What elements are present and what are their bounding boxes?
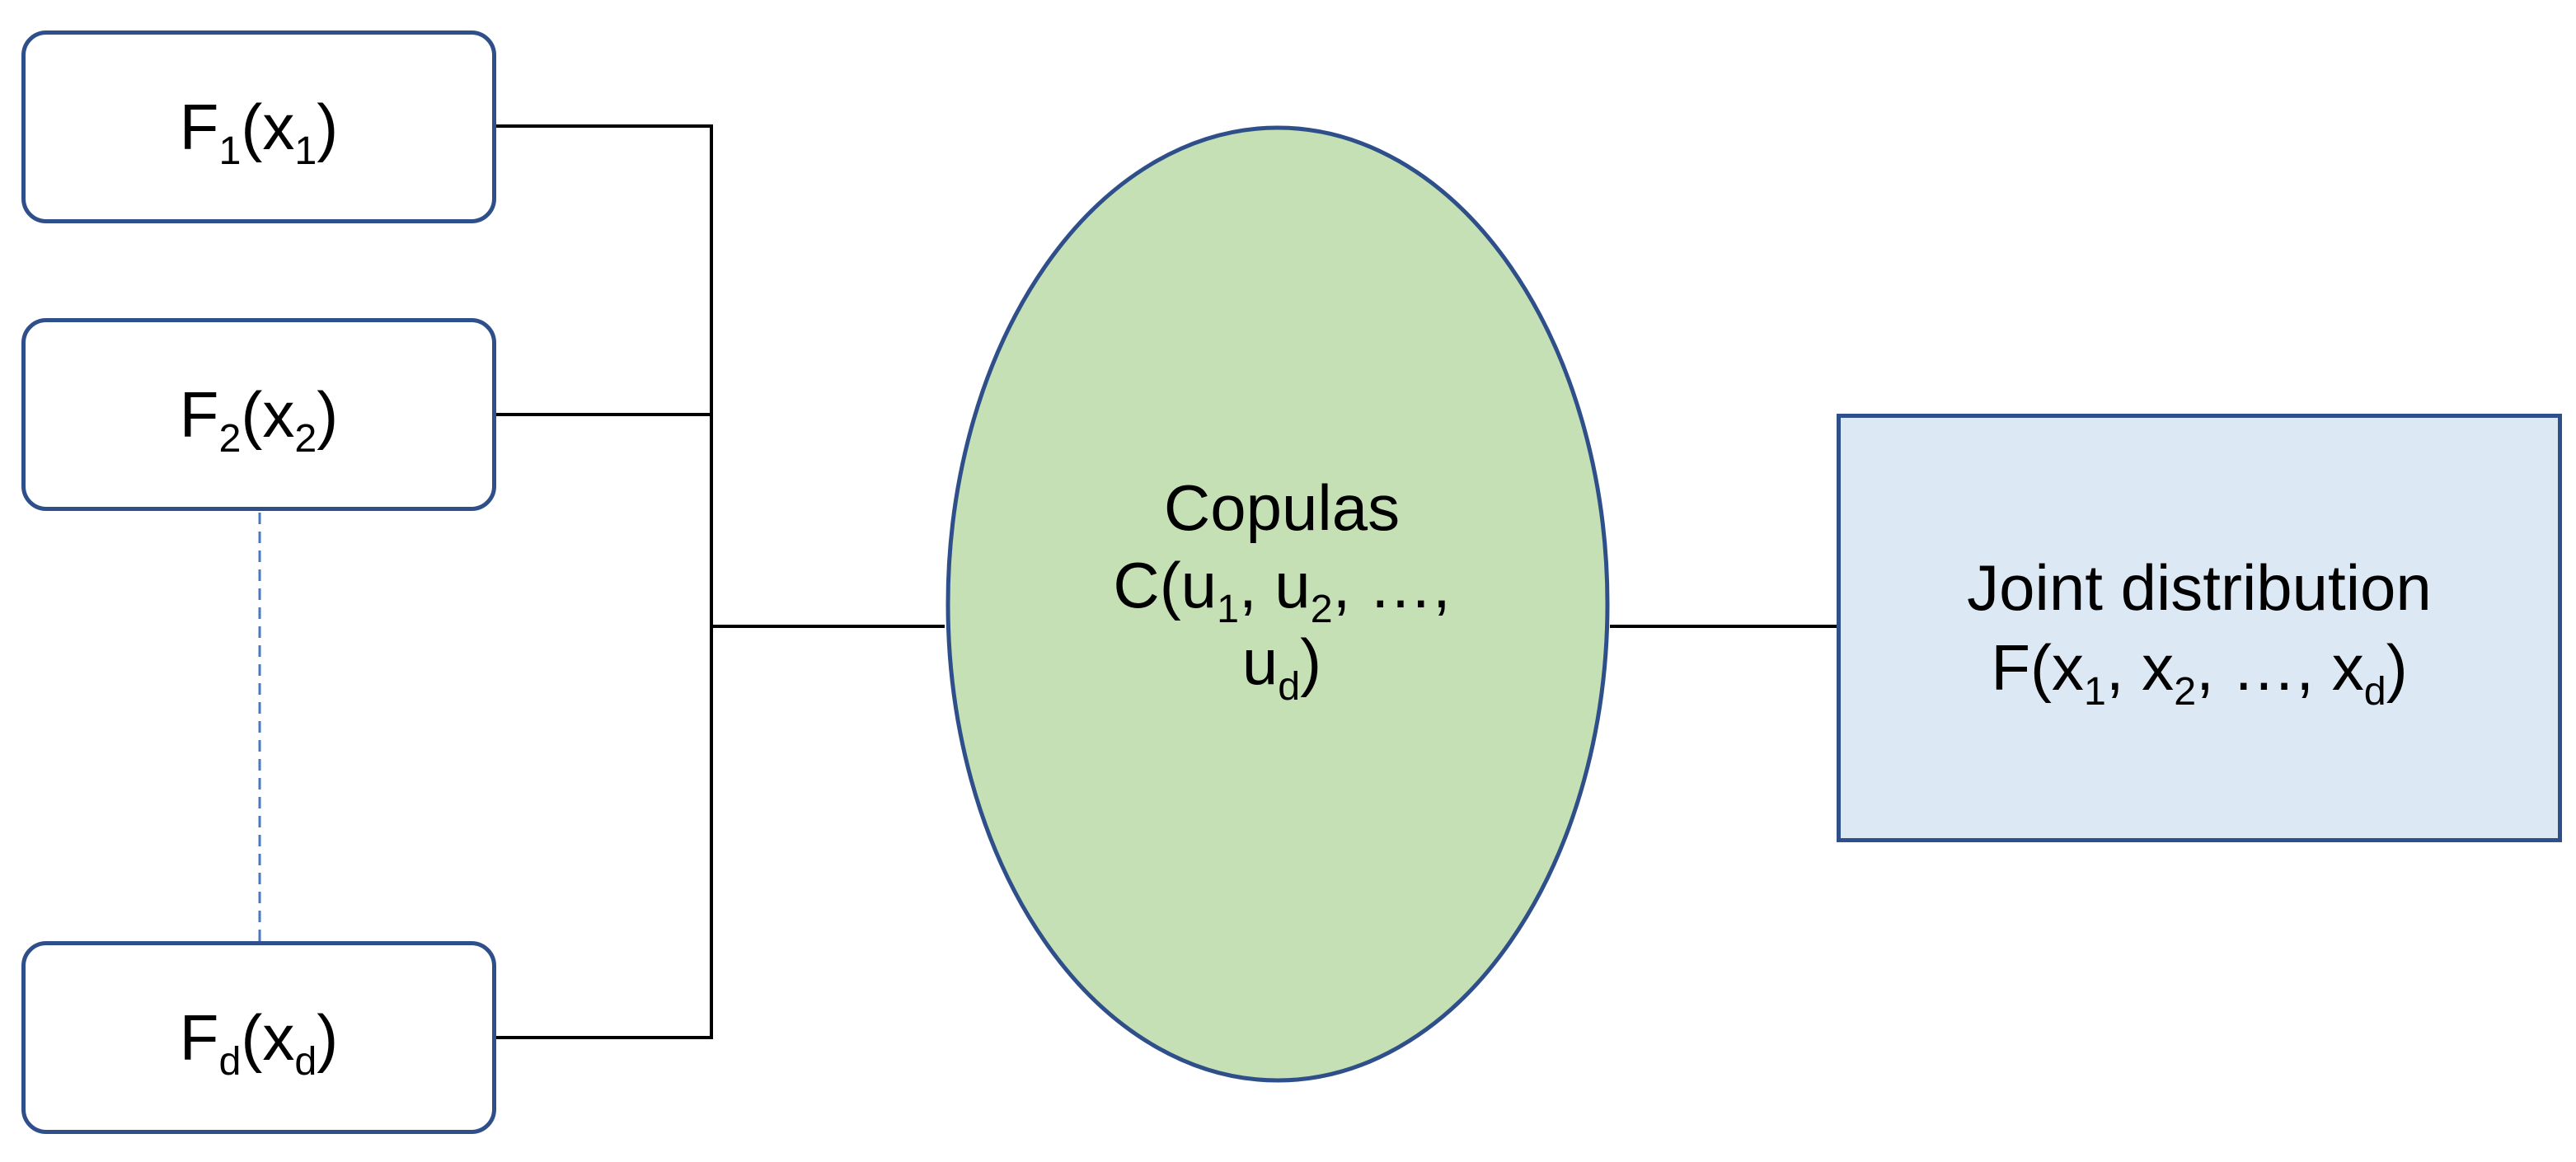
marginal-box-1: F1(x1) xyxy=(21,30,496,223)
joint-title: Joint distribution xyxy=(1967,551,2432,624)
marginal-label-d: Fd(xd) xyxy=(179,1001,339,1085)
marginal-box-2: F2(x2) xyxy=(21,318,496,511)
marginal-label-2: F2(x2) xyxy=(179,378,339,462)
copula-ellipse xyxy=(945,125,1610,1083)
copula-formula-line-2: ud) xyxy=(1241,626,1322,709)
copula-formula-line-1: C(u1, u2, …, xyxy=(1113,548,1451,631)
joint-formula: F(x1, x2, …, xd) xyxy=(1991,631,2408,715)
marginal-box-d: Fd(xd) xyxy=(21,941,496,1134)
copula-title: Copulas xyxy=(1163,471,1401,544)
joint-distribution-box: Joint distribution F(x1, x2, …, xd) xyxy=(1837,414,2562,842)
marginal-label-1: F1(x1) xyxy=(179,91,339,174)
copula-label: Copulas C(u1, u2, …, ud) xyxy=(989,470,1574,709)
